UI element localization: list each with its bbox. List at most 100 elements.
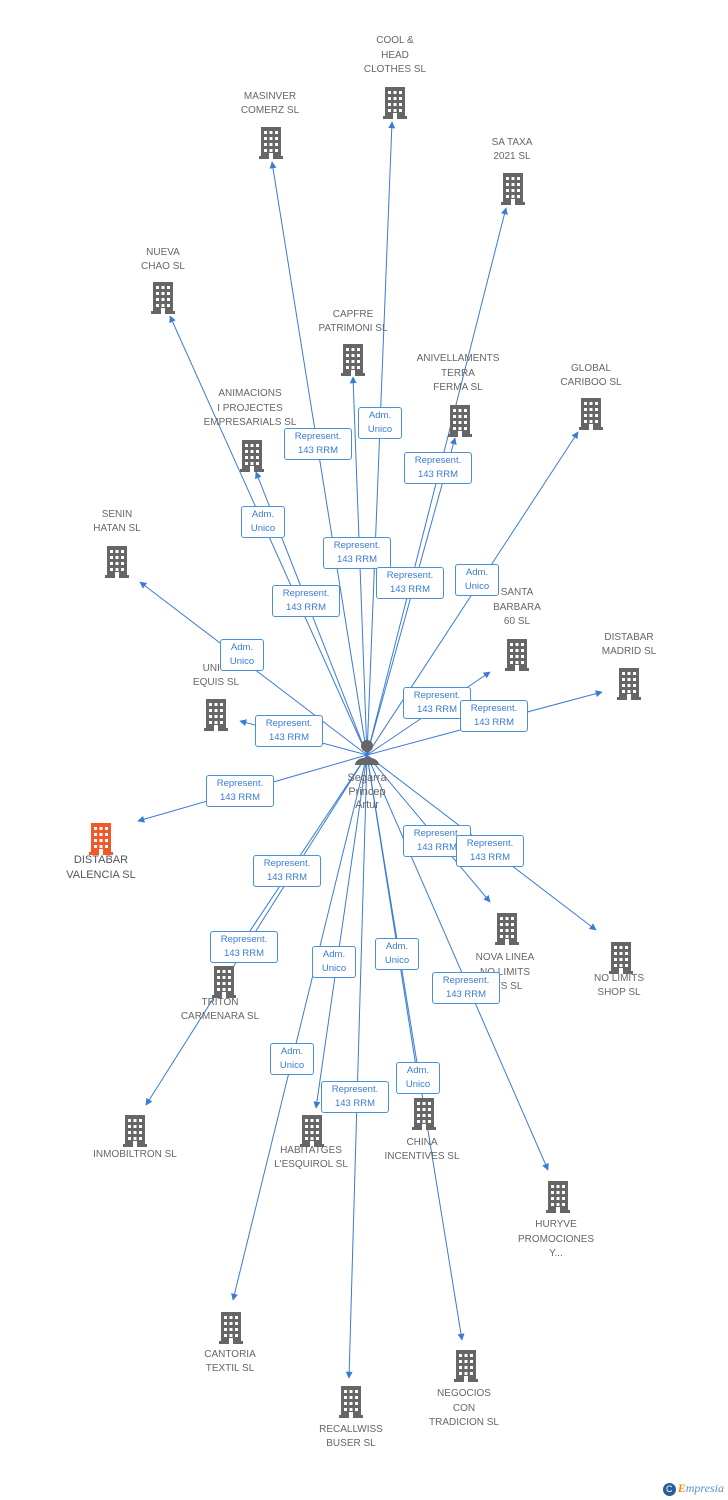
company-name: SANTA BARBARA 60 SL — [493, 587, 541, 628]
company-node-recall[interactable] — [291, 1384, 411, 1418]
company-node-senin[interactable] — [57, 544, 177, 578]
edge-label: Represent. 143 RRM — [253, 855, 321, 887]
company-label-cantoria[interactable]: CANTORIA TEXTIL SL — [170, 1348, 290, 1377]
edge-habit — [313, 754, 368, 1109]
edge-label: Represent. 143 RRM — [456, 835, 524, 867]
company-node-sataxa[interactable] — [453, 171, 573, 205]
company-label-cool[interactable]: COOL & HEAD CLOTHES SL — [335, 34, 455, 78]
company-label-distval[interactable]: DISTABAR VALENCIA SL — [41, 853, 161, 883]
company-label-negocios[interactable]: NEGOCIOS CON TRADICION SL — [404, 1387, 524, 1431]
edge-label: Adm. Unico — [312, 946, 356, 978]
edge-label: Adm. Unico — [455, 564, 499, 596]
copyright-icon: C — [662, 1483, 676, 1496]
building-icon — [495, 913, 519, 945]
edge-negocios — [366, 754, 465, 1341]
edge-label: Adm. Unico — [375, 938, 419, 970]
company-label-china[interactable]: CHINA INCENTIVES SL — [362, 1136, 482, 1165]
company-label-inmob[interactable]: INMOBILTRON SL — [75, 1148, 195, 1163]
company-name: SENIN HATAN SL — [93, 508, 141, 535]
company-label-triton[interactable]: TRITON CARMENARA SL — [160, 996, 280, 1025]
company-label-nueva[interactable]: NUEVA CHAO SL — [103, 246, 223, 275]
building-icon — [448, 405, 472, 437]
edge-recall — [345, 754, 368, 1379]
company-name: CANTORIA TEXTIL SL — [204, 1348, 256, 1375]
company-label-animac[interactable]: ANIMACIONS I PROJECTES EMPRESARIALS SL — [190, 387, 310, 431]
brand-accent: E — [677, 1481, 686, 1495]
company-node-triton[interactable] — [164, 964, 284, 998]
company-label-global[interactable]: GLOBAL CARIBOO SL — [531, 362, 651, 391]
company-node-global[interactable] — [531, 396, 651, 430]
building-icon — [341, 344, 365, 376]
company-label-masinver[interactable]: MASINVER COMERZ SL — [210, 90, 330, 119]
company-name: DISTABAR VALENCIA SL — [66, 854, 136, 881]
company-node-anivel[interactable] — [400, 403, 520, 437]
building-icon — [412, 1098, 436, 1130]
company-name: RECALLWISS BUSER SL — [319, 1423, 383, 1450]
company-label-nolim[interactable]: NO LIMITS SHOP SL — [559, 972, 679, 1001]
building-icon — [546, 1181, 570, 1213]
company-name: CHINA INCENTIVES SL — [384, 1136, 460, 1163]
company-node-habit[interactable] — [252, 1113, 372, 1147]
building-icon — [212, 966, 236, 998]
building-icon — [383, 87, 407, 119]
edge-label: Represent. 143 RRM — [255, 715, 323, 747]
edge-label: Adm. Unico — [270, 1043, 314, 1075]
edge-inmob — [145, 754, 368, 1106]
company-label-senin[interactable]: SENIN HATAN SL — [57, 508, 177, 537]
company-node-animac[interactable] — [192, 438, 312, 472]
company-node-inmob[interactable] — [75, 1113, 195, 1147]
building-icon — [89, 823, 113, 855]
building-icon — [501, 173, 525, 205]
company-label-capfre[interactable]: CAPFRE PATRIMONI SL — [293, 308, 413, 337]
edge-label: Represent. 143 RRM — [210, 931, 278, 963]
building-icon — [105, 546, 129, 578]
company-node-santa[interactable] — [457, 637, 577, 671]
company-node-huryve[interactable] — [498, 1179, 618, 1213]
company-name: DISTABAR MADRID SL — [601, 631, 657, 658]
company-label-habit[interactable]: HABITATGES L'ESQUIROL SL — [251, 1144, 371, 1173]
company-label-huryve[interactable]: HURYVE PROMOCIONES Y... — [496, 1218, 616, 1262]
building-icon — [505, 639, 529, 671]
edge-label: Adm. Unico — [220, 639, 264, 671]
edge-label: Represent. 143 RRM — [376, 567, 444, 599]
edge-label: Represent. 143 RRM — [321, 1081, 389, 1113]
company-node-masinver[interactable] — [211, 125, 331, 159]
company-name: COOL & HEAD CLOTHES SL — [363, 35, 427, 76]
building-icon — [579, 398, 603, 430]
edge-label: Represent. 143 RRM — [432, 972, 500, 1004]
company-node-capfre[interactable] — [293, 342, 413, 376]
building-icon — [240, 440, 264, 472]
edge-label: Adm. Unico — [358, 407, 402, 439]
company-node-negocios[interactable] — [406, 1348, 526, 1382]
company-name: INMOBILTRON SL — [93, 1148, 177, 1160]
building-icon — [339, 1386, 363, 1418]
company-node-cool[interactable] — [335, 85, 455, 119]
edge-label: Represent. 143 RRM — [404, 452, 472, 484]
building-icon — [123, 1115, 147, 1147]
person-node[interactable]: Segarra Princep Artur — [327, 737, 407, 813]
company-name: NUEVA CHAO SL — [141, 246, 185, 273]
company-node-nolim[interactable] — [561, 940, 681, 974]
company-label-distmad[interactable]: DISTABAR MADRID SL — [569, 631, 689, 660]
company-node-cantoria[interactable] — [171, 1310, 291, 1344]
company-node-distmad[interactable] — [569, 666, 689, 700]
edge-label: Represent. 143 RRM — [460, 700, 528, 732]
company-name: NEGOCIOS CON TRADICION SL — [428, 1388, 499, 1429]
building-icon — [259, 127, 283, 159]
building-icon — [151, 282, 175, 314]
company-name: NO LIMITS SHOP SL — [593, 972, 644, 999]
company-label-recall[interactable]: RECALLWISS BUSER SL — [291, 1423, 411, 1452]
company-label-sataxa[interactable]: SA TAXA 2021 SL — [452, 136, 572, 165]
company-name: ANIVELLAMENTS TERRA FERMA SL — [416, 353, 500, 394]
edge-huryve — [366, 754, 549, 1171]
company-node-china[interactable] — [364, 1096, 484, 1130]
company-label-santa[interactable]: SANTA BARBARA 60 SL — [457, 586, 577, 630]
company-node-nueva[interactable] — [103, 280, 223, 314]
edge-label: Represent. 143 RRM — [284, 428, 352, 460]
company-node-nova[interactable] — [447, 911, 567, 945]
company-label-anivel[interactable]: ANIVELLAMENTS TERRA FERMA SL — [398, 352, 518, 396]
company-node-uni[interactable] — [156, 697, 276, 731]
company-node-distval[interactable] — [41, 821, 161, 855]
